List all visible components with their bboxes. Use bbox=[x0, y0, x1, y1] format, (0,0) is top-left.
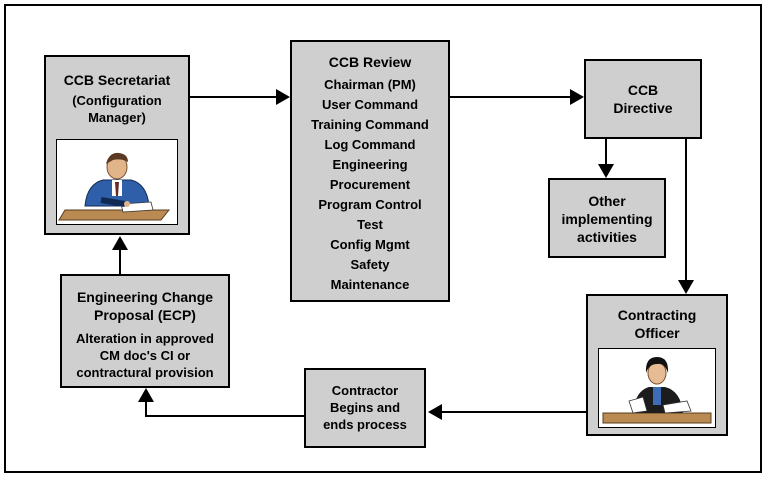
ccb-directive-box: CCB Directive bbox=[584, 59, 702, 139]
review-member: Engineering bbox=[332, 157, 408, 172]
man-writing-at-desk-icon bbox=[56, 139, 178, 225]
ecp-desc-line-1: Alteration in approved bbox=[76, 331, 214, 346]
secretariat-line-1: (Configuration bbox=[72, 93, 162, 108]
woman-reading-at-desk-icon bbox=[598, 348, 716, 428]
review-member: User Command bbox=[321, 97, 419, 112]
contractor-line-3: ends process bbox=[323, 417, 407, 432]
other-line-1: Other bbox=[588, 193, 626, 209]
review-member: Safety bbox=[350, 257, 390, 272]
review-member: Config Mgmt bbox=[330, 237, 410, 252]
arrowhead bbox=[276, 89, 290, 105]
arrowhead bbox=[678, 280, 694, 294]
other-line-3: activities bbox=[577, 229, 637, 245]
review-title: CCB Review bbox=[328, 54, 412, 70]
review-member: Training Command bbox=[311, 117, 429, 132]
review-member: Log Command bbox=[324, 137, 416, 152]
secretariat-line-2: Manager) bbox=[88, 110, 146, 125]
ecp-title-line-2: Proposal (ECP) bbox=[94, 307, 196, 323]
review-member: Maintenance bbox=[330, 277, 410, 292]
ecp-title-line-1: Engineering Change bbox=[76, 289, 214, 305]
contractor-box: Contractor Begins and ends process bbox=[304, 368, 426, 448]
other-line-2: implementing bbox=[561, 211, 653, 227]
arrowhead bbox=[138, 388, 154, 402]
other-activities-box: Other implementing activities bbox=[548, 178, 666, 258]
arrowhead bbox=[598, 164, 614, 178]
officer-line-2: Officer bbox=[634, 325, 680, 341]
secretariat-title: CCB Secretariat bbox=[63, 72, 171, 88]
ecp-box: Engineering Change Proposal (ECP) Altera… bbox=[60, 274, 230, 388]
ecp-desc-line-2: CM doc's CI or bbox=[99, 348, 191, 363]
contractor-line-1: Contractor bbox=[331, 383, 399, 398]
arrowhead bbox=[570, 89, 584, 105]
ccb-review-box: CCB Review Chairman (PM) User Command Tr… bbox=[290, 40, 450, 302]
officer-line-1: Contracting bbox=[617, 307, 697, 323]
review-member: Program Control bbox=[318, 197, 422, 212]
arrowhead bbox=[428, 404, 442, 420]
directive-line-2: Directive bbox=[613, 100, 673, 116]
review-member: Test bbox=[357, 217, 383, 232]
directive-line-1: CCB bbox=[627, 82, 659, 98]
ecp-desc-line-3: contractural provision bbox=[76, 365, 214, 380]
review-member: Chairman (PM) bbox=[324, 77, 416, 92]
contractor-line-2: Begins and bbox=[329, 400, 401, 415]
arrow-contractor-to-ecp bbox=[145, 402, 304, 417]
review-member: Procurement bbox=[329, 177, 411, 192]
arrowhead bbox=[112, 236, 128, 250]
